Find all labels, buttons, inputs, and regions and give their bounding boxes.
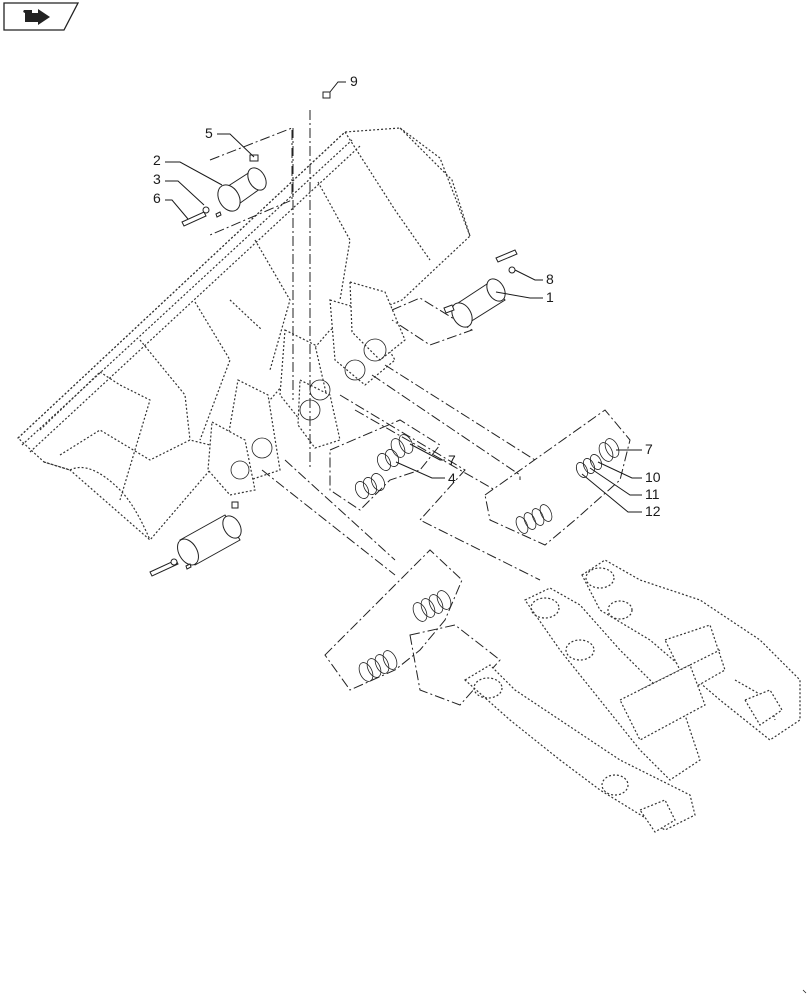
bucket-hinge-right [329,281,406,386]
bucket-hinge-left [207,379,281,496]
svg-text:6: 6 [153,190,161,206]
bucket [17,127,471,541]
corner-mark [802,989,807,994]
back-button[interactable] [3,2,80,31]
svg-text:3: 3 [153,171,161,187]
callout-2: 2 [153,152,223,186]
callout-7-center: 7 [409,443,456,468]
callout-3: 3 [153,171,205,206]
callout-6: 6 [153,190,189,220]
callout-12: 12 [581,473,661,519]
loader-arm-middle [524,587,726,781]
svg-text:4: 4 [448,470,456,486]
callout-11: 11 [589,467,660,502]
svg-text:9: 9 [350,73,358,89]
callout-5: 5 [205,125,255,158]
callout-10: 10 [597,461,661,485]
svg-text:7: 7 [645,441,653,457]
svg-text:10: 10 [645,469,661,485]
svg-text:8: 8 [546,271,554,287]
svg-text:2: 2 [153,152,161,168]
svg-text:1: 1 [546,289,554,305]
callout-1: 1 [495,289,554,305]
shim-group-center [329,419,441,511]
svg-text:12: 12 [645,503,661,519]
callout-8: 8 [514,269,554,287]
callout-9: 9 [329,73,358,93]
shim-group-right [484,409,631,546]
back-arrow-icon [23,9,50,25]
pin-assembly-lower [149,501,242,577]
pin-assembly-upper [181,127,293,236]
callout-4: 4 [395,461,456,486]
centerlines [261,91,541,581]
callout-7-right: 7 [616,441,653,457]
loader-arm-lower [463,664,696,833]
svg-text:11: 11 [645,486,660,502]
svg-text:5: 5 [205,125,213,141]
svg-text:7: 7 [448,452,456,468]
pin-assembly-right [391,249,518,346]
